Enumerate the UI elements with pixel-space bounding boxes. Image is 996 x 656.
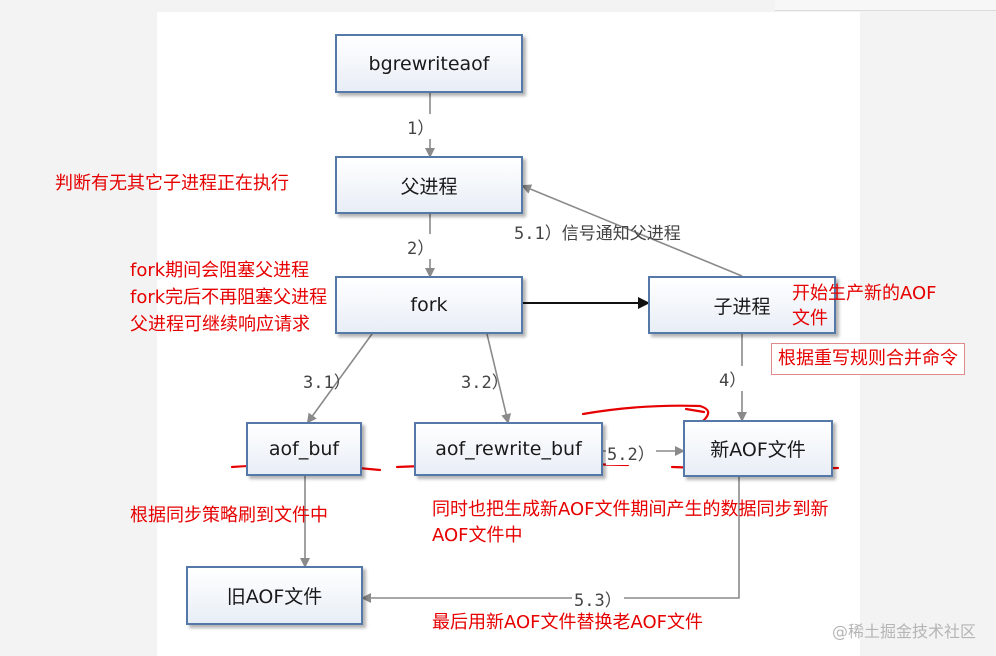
top-window-edge — [775, 0, 996, 11]
note-child-new-aof-1: 开始生产新的AOF — [792, 283, 937, 304]
note-sync-new-2: AOF文件中 — [432, 525, 523, 546]
node-child-process: 子进程 — [648, 276, 836, 334]
note-child-new-aof-2: 文件 — [792, 308, 828, 329]
edge-label-4: 4） — [717, 366, 749, 391]
node-aof-buf: aof_buf — [246, 422, 362, 476]
node-aof-rewrite-buf: aof_rewrite_buf — [414, 422, 603, 476]
node-old-aof-file: 旧AOF文件 — [186, 566, 363, 625]
note-fork-block-2: fork完后不再阻塞父进程 — [130, 287, 328, 308]
diagram-canvas — [157, 12, 860, 656]
note-check-child-process: 判断有无其它子进程正在执行 — [55, 173, 289, 194]
watermark: @稀土掘金技术社区 — [831, 622, 976, 641]
edge-label-2: 2） — [405, 234, 437, 259]
edge-newaof-to-oldaof — [361, 477, 740, 603]
edge-fork-to-aofbuf — [306, 333, 373, 424]
edge-child-to-parent — [521, 184, 743, 277]
edge-label-5-3: 5.3） — [572, 586, 624, 611]
note-replace-old-aof: 最后用新AOF文件替换老AOF文件 — [432, 612, 704, 633]
note-fork-block-3: 父进程可继续响应请求 — [130, 314, 310, 335]
node-bgrewriteaof: bgrewriteaof — [335, 34, 523, 93]
note-fork-block-1: fork期间会阻塞父进程 — [130, 260, 310, 281]
edge-label-5-1: 5.1）信号通知父进程 — [514, 224, 681, 244]
node-fork: fork — [335, 276, 523, 334]
note-rewrite-rules: 根据重写规则合并命令 — [771, 343, 965, 375]
edge-fork-to-rewritebuf — [486, 333, 512, 424]
edge-label-3-1: 3.1） — [303, 373, 351, 393]
node-parent-process: 父进程 — [335, 156, 523, 214]
note-sync-policy: 根据同步策略刷到文件中 — [130, 505, 328, 526]
note-sync-new-1: 同时也把生成新AOF文件期间产生的数据同步到新 — [432, 499, 829, 520]
scribble-arrow-head — [684, 407, 706, 414]
edge-label-1: 1） — [405, 114, 437, 139]
edge-label-5-2: 5.2） — [606, 440, 656, 465]
node-new-aof-file: 新AOF文件 — [683, 420, 833, 477]
edge-label-3-2: 3.2） — [461, 373, 509, 393]
